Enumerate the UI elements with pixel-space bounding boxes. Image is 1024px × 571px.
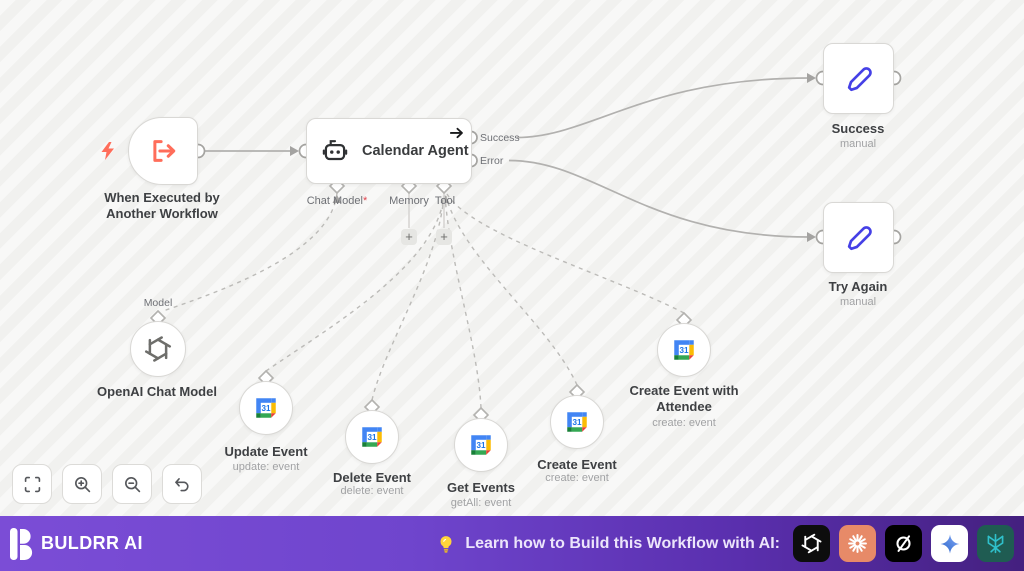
perplexity-link-icon[interactable]	[977, 525, 1014, 562]
workflow-trigger-icon	[153, 140, 176, 162]
agent-output-label-success: Success	[480, 132, 520, 144]
edge-arrow-tool	[440, 195, 450, 203]
google-calendar-icon: 31	[674, 340, 694, 360]
edge-tool-update	[265, 195, 445, 372]
edge-tool-get	[444, 195, 482, 409]
edge-chat-model	[162, 192, 338, 312]
undo-button[interactable]	[162, 464, 202, 504]
node-sublabel-update-event: update: event	[232, 461, 300, 473]
brand-name: BULDRR AI	[41, 533, 143, 553]
edge-error	[508, 159, 810, 238]
node-sublabel-try-again: manual	[839, 296, 877, 308]
pen-edit-icon	[847, 66, 872, 91]
google-calendar-icon: 31	[362, 427, 382, 447]
edge-arrow-success-input	[807, 73, 816, 83]
node-create-event[interactable]: 31	[550, 395, 604, 449]
openai-link-icon[interactable]	[793, 525, 830, 562]
openai-logo-icon	[144, 336, 172, 362]
edge-arrow-chat-model	[332, 195, 342, 203]
undo-icon	[174, 477, 189, 491]
edge-success	[516, 77, 810, 139]
claude-link-icon[interactable]	[839, 525, 876, 562]
node-when-executed[interactable]	[128, 117, 198, 185]
zoom-out-icon	[124, 476, 140, 492]
google-calendar-icon: 31	[256, 398, 276, 418]
fit-view-icon	[24, 476, 40, 492]
node-delete-event[interactable]: 31	[345, 410, 399, 464]
agent-output-label-error: Error	[480, 155, 504, 167]
node-get-events[interactable]: 31	[454, 418, 508, 472]
buldrr-logo-icon	[10, 527, 33, 560]
robot-agent-icon	[322, 140, 348, 161]
node-label-try-again: Try Again	[828, 279, 888, 294]
node-label-openai-model: OpenAI Chat Model	[97, 384, 217, 399]
agent-port-label-memory: Memory	[389, 195, 429, 207]
node-label-get-events: Get Events	[447, 480, 515, 495]
edge-arrow-tryagain-input	[807, 232, 816, 242]
node-sublabel-create-event: create: event	[545, 472, 609, 484]
zoom-in-button[interactable]	[62, 464, 102, 504]
node-try-again[interactable]	[823, 202, 894, 273]
add-tool-button[interactable]: +	[436, 229, 452, 245]
node-label-delete-event: Delete Event	[332, 470, 412, 485]
node-sublabel-create-event-attendee: create: event	[652, 417, 716, 429]
node-update-event[interactable]: 31	[239, 381, 293, 435]
node-label-when-executed: When Executed by Another Workflow	[104, 190, 220, 221]
lightbulb-icon	[440, 535, 452, 553]
zoom-in-icon	[74, 476, 90, 492]
workflow-canvas[interactable]: When Executed by Another Workflow Calend…	[0, 0, 1024, 516]
pen-edit-icon	[847, 225, 872, 250]
svg-text:31: 31	[679, 346, 689, 355]
node-create-event-attendee[interactable]: 31	[657, 323, 711, 377]
node-sublabel-success: manual	[839, 138, 877, 150]
grok-link-icon[interactable]	[885, 525, 922, 562]
edge-arrow-agent-input	[290, 146, 299, 156]
canvas-toolbar	[12, 464, 202, 504]
google-calendar-icon: 31	[567, 412, 587, 432]
svg-text:31: 31	[261, 404, 271, 413]
node-label-update-event: Update Event	[224, 444, 308, 459]
zoom-out-button[interactable]	[112, 464, 152, 504]
node-label-create-event: Create Event	[537, 457, 617, 472]
fit-view-button[interactable]	[12, 464, 52, 504]
edge-tool-attendee	[446, 193, 685, 314]
node-sublabel-delete-event: delete: event	[340, 485, 404, 497]
edge-tool-create	[445, 195, 578, 386]
execute-lightning-icon	[101, 142, 114, 160]
svg-text:31: 31	[572, 418, 582, 427]
footer-bar: BULDRR AI Learn how to Build this Workfl…	[0, 516, 1024, 571]
node-label-success: Success	[831, 121, 885, 136]
node-calendar-agent[interactable]: Calendar Agent	[306, 118, 472, 184]
add-memory-button[interactable]: +	[401, 229, 417, 245]
node-success[interactable]	[823, 43, 894, 114]
agent-port-label-tool: Tool	[434, 195, 456, 207]
google-calendar-icon: 31	[471, 435, 491, 455]
footer-promo: Learn how to Build this Workflow with AI…	[436, 525, 1014, 562]
chat-model-label-text: Chat Model	[306, 195, 363, 207]
footer-message: Learn how to Build this Workflow with AI…	[465, 534, 780, 552]
svg-text:31: 31	[367, 433, 377, 442]
model-port-label: Model	[143, 297, 173, 309]
agent-run-arrow-icon[interactable]	[449, 125, 464, 140]
node-label-create-event-attendee: Create Event with Attendee	[629, 383, 739, 414]
agent-port-label-chat-model: Chat Model*	[277, 195, 397, 207]
node-openai-chat-model[interactable]	[130, 321, 186, 377]
required-marker: *	[362, 195, 368, 207]
edge-tool-delete	[371, 195, 445, 401]
svg-text:31: 31	[476, 441, 486, 450]
gemini-link-icon[interactable]	[931, 525, 968, 562]
brand-link[interactable]: BULDRR AI	[10, 527, 143, 560]
node-label-calendar-agent: Calendar Agent	[362, 143, 469, 159]
node-sublabel-get-events: getAll: event	[450, 497, 512, 509]
